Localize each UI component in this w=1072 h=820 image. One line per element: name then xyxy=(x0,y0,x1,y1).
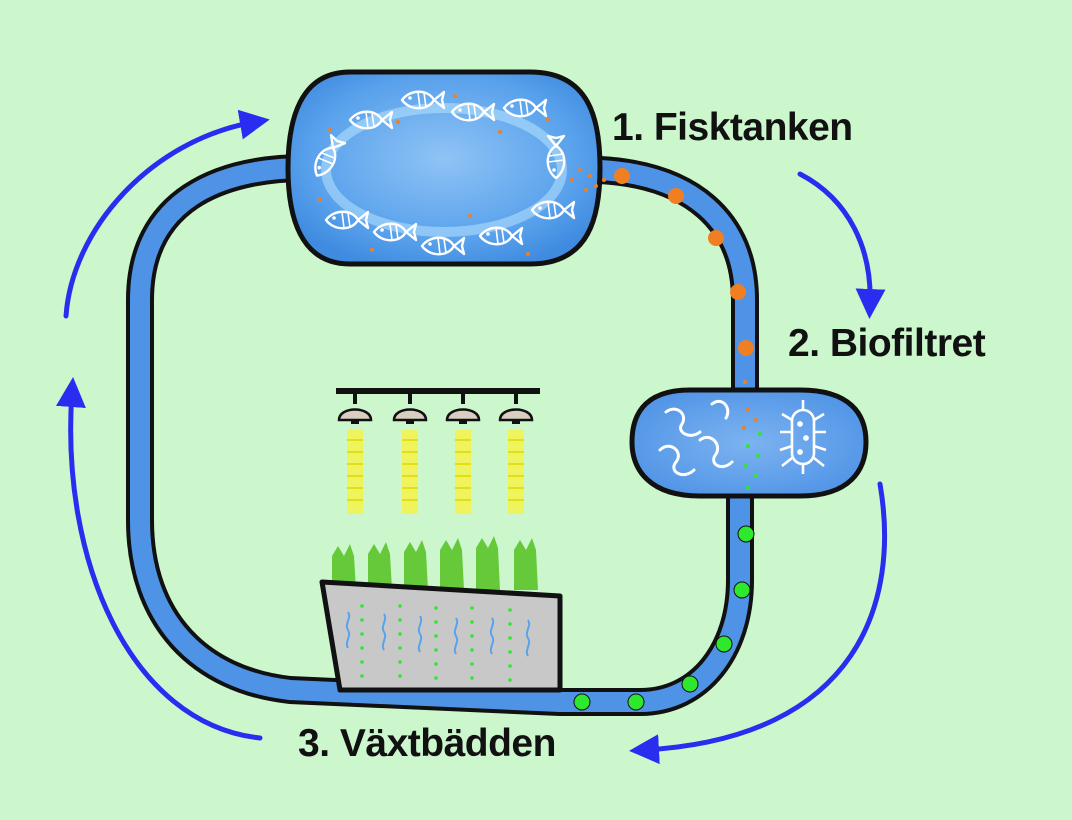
stage-label-plant-bed: 3. Växtbädden xyxy=(298,722,556,765)
plant-icon xyxy=(440,538,464,590)
plant-icon xyxy=(332,544,356,590)
flow-arrow-icon xyxy=(55,377,263,741)
bacteria-icon xyxy=(658,399,734,476)
grow-lamp-icon xyxy=(392,394,428,514)
stage-label-biofilter: 2. Biofiltret xyxy=(788,322,986,365)
flow-arrow-icon xyxy=(797,171,886,319)
waste-in-pipe xyxy=(614,168,754,398)
fish-tank xyxy=(285,69,606,267)
nitrate-uptake xyxy=(360,604,512,682)
flow-arrow-icon xyxy=(63,109,270,319)
flow-arrows xyxy=(55,109,888,765)
grow-lamp-icon xyxy=(498,394,534,514)
plant-icon xyxy=(476,536,500,590)
grow-lamp-icon xyxy=(337,394,373,514)
stage-label-fish-tank: 1. Fisktanken xyxy=(612,106,853,149)
grow-lamp-icon xyxy=(445,394,481,514)
waste-particles xyxy=(318,94,606,256)
plants xyxy=(332,536,538,590)
grow-lamps xyxy=(336,388,540,514)
conversion-particles xyxy=(742,408,762,490)
light-ticks xyxy=(347,439,524,501)
grow-bed xyxy=(319,579,563,693)
root-icon xyxy=(345,611,531,657)
bacteria-icon xyxy=(779,400,827,474)
biofilter xyxy=(629,387,869,499)
flow-arrow-icon xyxy=(629,481,888,765)
pipe-loop xyxy=(126,154,759,716)
plant-icon xyxy=(404,540,428,590)
plant-icon xyxy=(368,542,392,590)
plant-icon xyxy=(514,538,538,590)
nitrate-in-pipe xyxy=(573,525,755,711)
